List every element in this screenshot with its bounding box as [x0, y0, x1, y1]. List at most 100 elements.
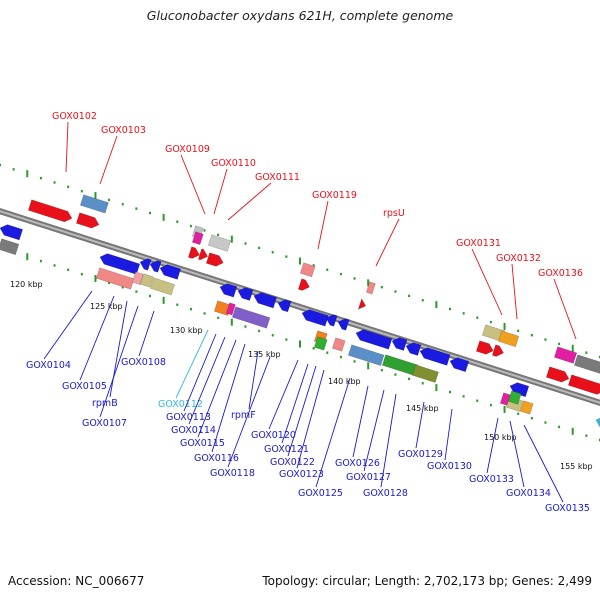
gene-feature: [159, 264, 182, 280]
gene-shape: [27, 199, 73, 223]
gene-feature: [337, 318, 350, 331]
gene-shape: [95, 267, 135, 290]
gene-feature: [197, 248, 209, 261]
label-leader: [79, 295, 115, 381]
gene-feature: [27, 199, 73, 223]
gene-feature: [231, 306, 271, 329]
gene-label-reverse: GOX0104: [26, 360, 71, 371]
gene-label-reverse: GOX0108: [121, 357, 166, 368]
gene-shape: [365, 281, 376, 295]
gene-shape: [545, 366, 570, 383]
label-leader: [380, 393, 397, 488]
gene-shape: [497, 330, 520, 348]
gene-feature: [149, 277, 176, 296]
label-leader: [268, 359, 299, 430]
gene-feature: [301, 309, 329, 327]
label-leader: [65, 121, 69, 173]
label-leader: [109, 300, 128, 398]
gene-shape: [197, 248, 209, 261]
map-title: Gluconobacter oxydans 621H, complete gen…: [146, 8, 454, 23]
tick-label: 120 kbp: [10, 280, 43, 289]
label-leader: [375, 218, 400, 267]
gene-label-reverse: GOX0122: [270, 457, 315, 468]
label-leader: [511, 263, 518, 320]
gene-feature: [357, 298, 367, 310]
gene-feature: [553, 346, 578, 364]
gene-feature: [219, 283, 238, 298]
gene-shape: [231, 306, 271, 329]
gene-shape: [553, 346, 578, 364]
gene-feature: [331, 337, 346, 352]
gene-label-reverse: GOX0115: [180, 438, 225, 449]
gene-label-reverse: GOX0123: [279, 469, 324, 480]
gene-label-forward: GOX0136: [538, 268, 583, 279]
gene-feature: [0, 224, 24, 241]
label-leader: [317, 200, 329, 250]
gene-feature: [277, 299, 292, 313]
gene-label-reverse: GOX0129: [398, 449, 443, 460]
gene-shape: [207, 234, 232, 252]
label-leader: [99, 135, 118, 185]
gene-shape: [405, 342, 422, 356]
gene-shape: [357, 298, 367, 310]
gene-feature: [299, 262, 316, 278]
gene-feature: [205, 252, 224, 267]
gene-feature: [347, 344, 385, 366]
gene-shape: [131, 271, 144, 286]
gene-shape: [411, 364, 439, 383]
gene-feature: [225, 302, 236, 316]
gene-label-reverse: GOX0112: [158, 399, 203, 410]
gene-feature: [391, 337, 408, 351]
gene-label-reverse: GOX0127: [346, 472, 391, 483]
gene-shape: [595, 416, 600, 428]
gene-feature: [365, 281, 376, 295]
gene-label-forward: GOX0132: [496, 253, 541, 264]
gene-shape: [79, 194, 109, 214]
genome-backbone-highlight: [0, 210, 600, 404]
gene-feature: [95, 267, 135, 290]
gene-shape: [519, 400, 534, 415]
gene-label-reverse: GOX0134: [506, 488, 551, 499]
gene-feature: [191, 231, 204, 246]
tick-label: 145 kbp: [406, 404, 439, 413]
label-leader: [175, 329, 209, 399]
tick-label: 125 kbp: [90, 302, 123, 311]
gene-feature: [253, 292, 278, 309]
gene-shape: [205, 252, 224, 267]
gene-label-forward: GOX0110: [211, 158, 256, 169]
gene-feature: [497, 330, 520, 348]
gene-label-reverse: GOX0105: [62, 381, 107, 392]
gene-shape: [139, 273, 154, 288]
gene-label-forward: GOX0119: [312, 190, 357, 201]
tick-label: 150 kbp: [484, 433, 517, 442]
gene-feature: [75, 212, 100, 229]
label-leader: [287, 365, 317, 457]
gene-feature: [313, 336, 328, 351]
gene-label-forward: GOX0109: [165, 144, 210, 155]
label-leader: [183, 333, 217, 412]
gene-shape: [313, 336, 328, 351]
tick-label: 140 kbp: [328, 377, 361, 386]
gene-feature: [187, 246, 200, 259]
gene-feature: [139, 273, 154, 288]
label-leader: [315, 377, 351, 488]
gene-shape: [225, 302, 236, 316]
gene-shape: [301, 309, 329, 327]
gene-shape: [139, 258, 152, 271]
gene-feature: [325, 314, 338, 327]
label-leader: [227, 356, 271, 468]
gene-label-reverse: GOX0125: [298, 488, 343, 499]
gene-feature: [207, 234, 232, 252]
gene-feature: [449, 357, 470, 373]
gene-shape: [253, 292, 278, 309]
gene-feature: [297, 278, 310, 291]
label-leader: [509, 420, 525, 488]
label-leader: [523, 424, 564, 503]
gene-label-reverse: GOX0116: [194, 453, 239, 464]
label-leader: [281, 363, 309, 444]
gene-label-forward: GOX0131: [456, 238, 501, 249]
gene-feature: [419, 347, 451, 366]
tick-label: 155 kbp: [560, 462, 593, 471]
gene-label-reverse: GOX0133: [469, 474, 514, 485]
